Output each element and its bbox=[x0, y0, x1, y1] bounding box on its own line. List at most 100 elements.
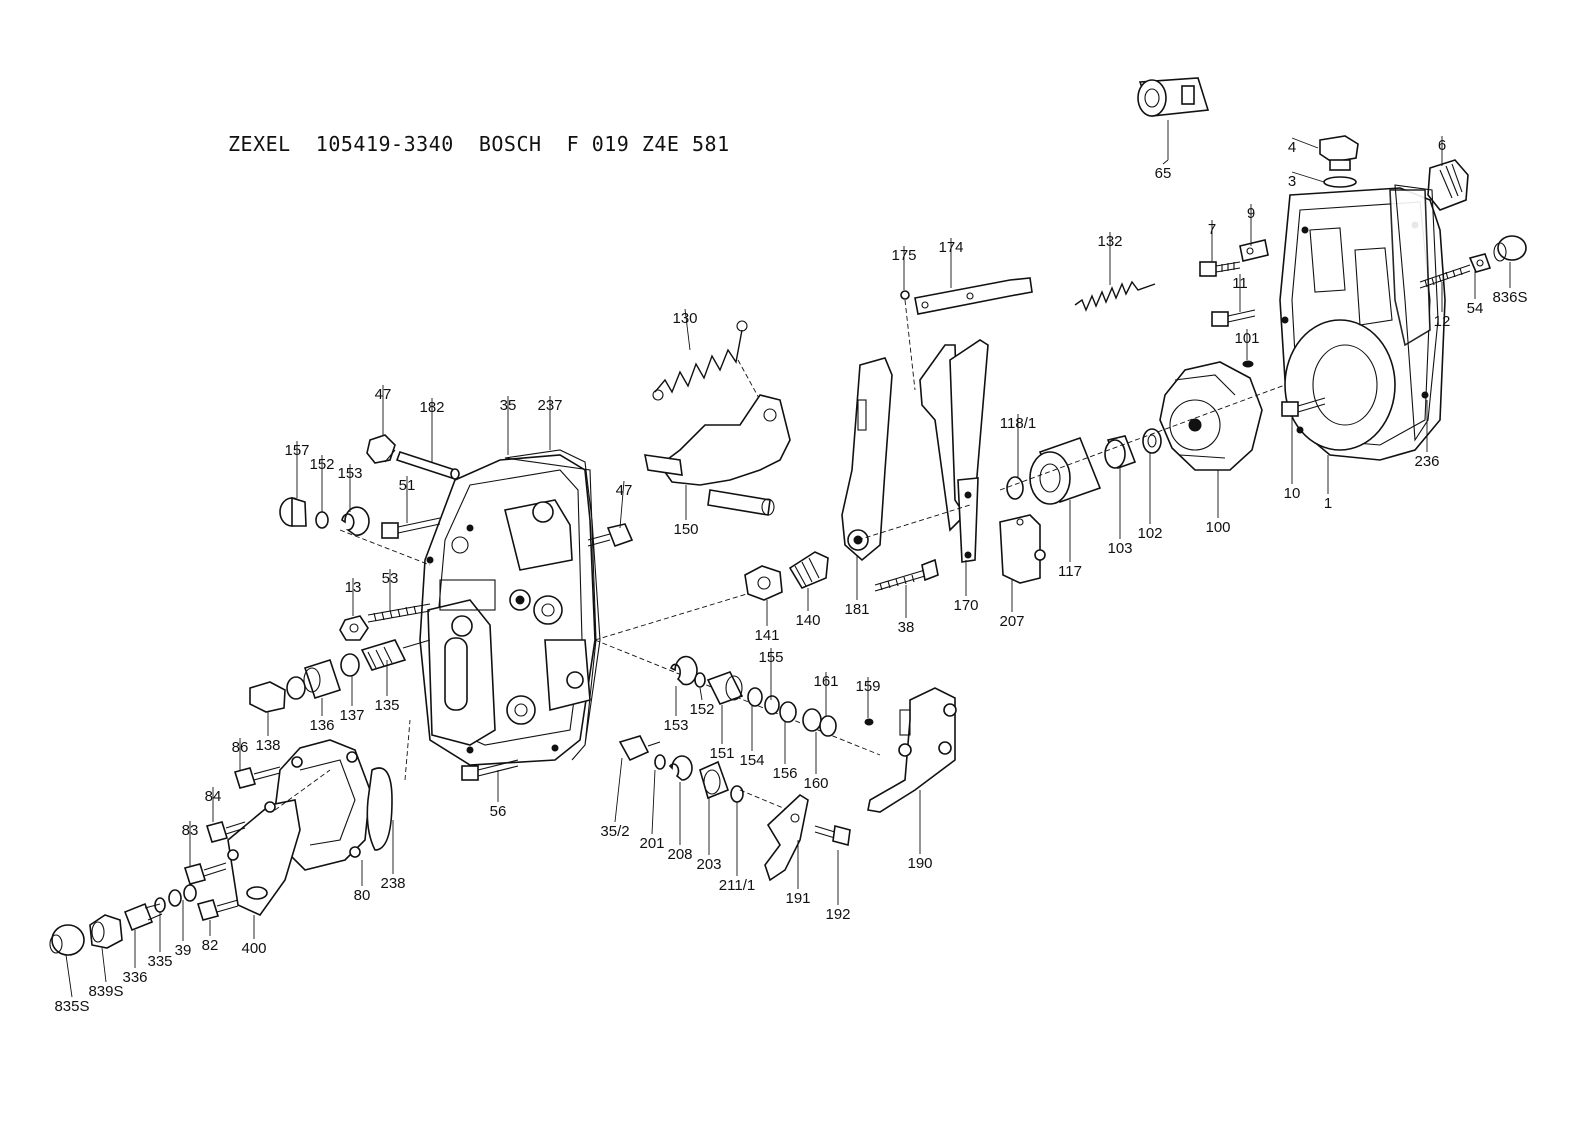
part-152-washer-top bbox=[315, 511, 329, 529]
callout-80: 80 bbox=[354, 887, 371, 904]
part-207-block bbox=[999, 514, 1046, 584]
callout-190: 190 bbox=[907, 855, 932, 872]
part-washer-138 bbox=[286, 676, 306, 700]
callout-203: 203 bbox=[696, 856, 721, 873]
part-132-spring bbox=[1074, 280, 1156, 312]
callout-153: 153 bbox=[663, 717, 688, 734]
callout-54: 54 bbox=[1467, 300, 1484, 317]
part-11-bolt bbox=[1211, 309, 1256, 327]
part-12-stud bbox=[1419, 264, 1471, 289]
callout-56: 56 bbox=[490, 803, 507, 820]
callout-400: 400 bbox=[241, 940, 266, 957]
callout-138: 138 bbox=[255, 737, 280, 754]
part-102-washer bbox=[1142, 428, 1162, 454]
part-101-key bbox=[1242, 360, 1254, 368]
part-154-washer bbox=[747, 687, 763, 707]
callout-6: 6 bbox=[1438, 137, 1446, 154]
part-335-washer bbox=[168, 889, 182, 907]
callout-161: 161 bbox=[813, 673, 838, 690]
part-170-lever bbox=[919, 339, 989, 563]
part-83-bolt bbox=[183, 862, 227, 885]
part-3-washer bbox=[1323, 176, 1357, 188]
callout-53: 53 bbox=[382, 570, 399, 587]
part-1-housing bbox=[1279, 187, 1446, 461]
callout-208: 208 bbox=[667, 846, 692, 863]
part-191-plate bbox=[764, 793, 809, 882]
callout-159: 159 bbox=[855, 678, 880, 695]
part-211-1-washer bbox=[730, 785, 744, 803]
callout-102: 102 bbox=[1137, 525, 1162, 542]
part-39-washer bbox=[183, 884, 197, 902]
part-35-governor-cover bbox=[419, 454, 596, 766]
part-51-bolt bbox=[381, 517, 441, 539]
callout-4: 4 bbox=[1288, 139, 1296, 156]
part-835S-cap bbox=[49, 924, 85, 956]
part-201-washer bbox=[654, 754, 666, 770]
part-155-washer bbox=[779, 701, 797, 723]
callout-170: 170 bbox=[953, 597, 978, 614]
callout-157: 157 bbox=[284, 442, 309, 459]
part-65-cap-nut bbox=[1137, 77, 1210, 117]
callout-155: 155 bbox=[758, 649, 783, 666]
callout-156: 156 bbox=[772, 765, 797, 782]
leader-line bbox=[684, 308, 691, 351]
leader-line bbox=[699, 687, 703, 701]
callout-335: 335 bbox=[147, 953, 172, 970]
part-157-plug bbox=[279, 496, 307, 527]
callout-211-1: 211/1 bbox=[719, 877, 755, 894]
part-175-pin bbox=[900, 290, 910, 300]
part-160-bush bbox=[802, 708, 822, 732]
part-86-bolt bbox=[233, 766, 281, 789]
callout-192: 192 bbox=[825, 906, 850, 923]
callout-83: 83 bbox=[182, 822, 199, 839]
callout-836S: 836S bbox=[1492, 289, 1527, 306]
leader-line bbox=[619, 480, 625, 529]
callout-201: 201 bbox=[639, 835, 664, 852]
callout-150: 150 bbox=[673, 521, 698, 538]
callout-118-1: 118/1 bbox=[1000, 415, 1036, 432]
callout-153: 153 bbox=[337, 465, 362, 482]
part-190-bracket bbox=[867, 687, 957, 813]
part-130-spring bbox=[652, 320, 748, 401]
part-182-rod bbox=[395, 451, 460, 480]
callout-174: 174 bbox=[938, 239, 963, 256]
callout-11: 11 bbox=[1232, 275, 1248, 292]
callout-238: 238 bbox=[380, 875, 405, 892]
part-836S-cap bbox=[1493, 235, 1527, 262]
part-138-nut bbox=[249, 681, 286, 713]
part-839S-nut bbox=[89, 914, 123, 949]
part-4-plug-bolt bbox=[1319, 135, 1359, 171]
leader-line bbox=[1162, 159, 1169, 165]
callout-141: 141 bbox=[754, 627, 779, 644]
callout-136: 136 bbox=[309, 717, 334, 734]
part-54-nut bbox=[1468, 253, 1492, 273]
callout-9: 9 bbox=[1247, 205, 1255, 222]
part-53-screw bbox=[367, 603, 431, 623]
callout-151: 151 bbox=[709, 745, 734, 762]
part-238-gasket bbox=[366, 767, 393, 851]
part-156-washer bbox=[764, 695, 780, 715]
part-159-pin bbox=[864, 718, 874, 726]
callout-82: 82 bbox=[202, 937, 219, 954]
part-6-screw-plug bbox=[1427, 159, 1469, 211]
callout-47: 47 bbox=[616, 482, 633, 499]
callout-181: 181 bbox=[844, 601, 869, 618]
callout-130: 130 bbox=[672, 310, 697, 327]
part-136-sleeve bbox=[303, 658, 342, 700]
callout-237: 237 bbox=[537, 397, 562, 414]
callout-84: 84 bbox=[205, 788, 222, 805]
callout-3: 3 bbox=[1288, 173, 1296, 190]
callout-835S: 835S bbox=[54, 998, 89, 1015]
part-203-bush bbox=[699, 760, 730, 800]
leader-line bbox=[1291, 171, 1325, 183]
callout-207: 207 bbox=[999, 613, 1024, 630]
leader-line bbox=[651, 769, 656, 835]
part-141-nut bbox=[744, 565, 783, 601]
callout-117: 117 bbox=[1058, 563, 1082, 580]
part-400-plate bbox=[227, 799, 301, 917]
leader-line bbox=[101, 947, 107, 983]
callout-182: 182 bbox=[419, 399, 444, 416]
callout-86: 86 bbox=[232, 739, 249, 756]
part-161-washer bbox=[819, 715, 837, 737]
